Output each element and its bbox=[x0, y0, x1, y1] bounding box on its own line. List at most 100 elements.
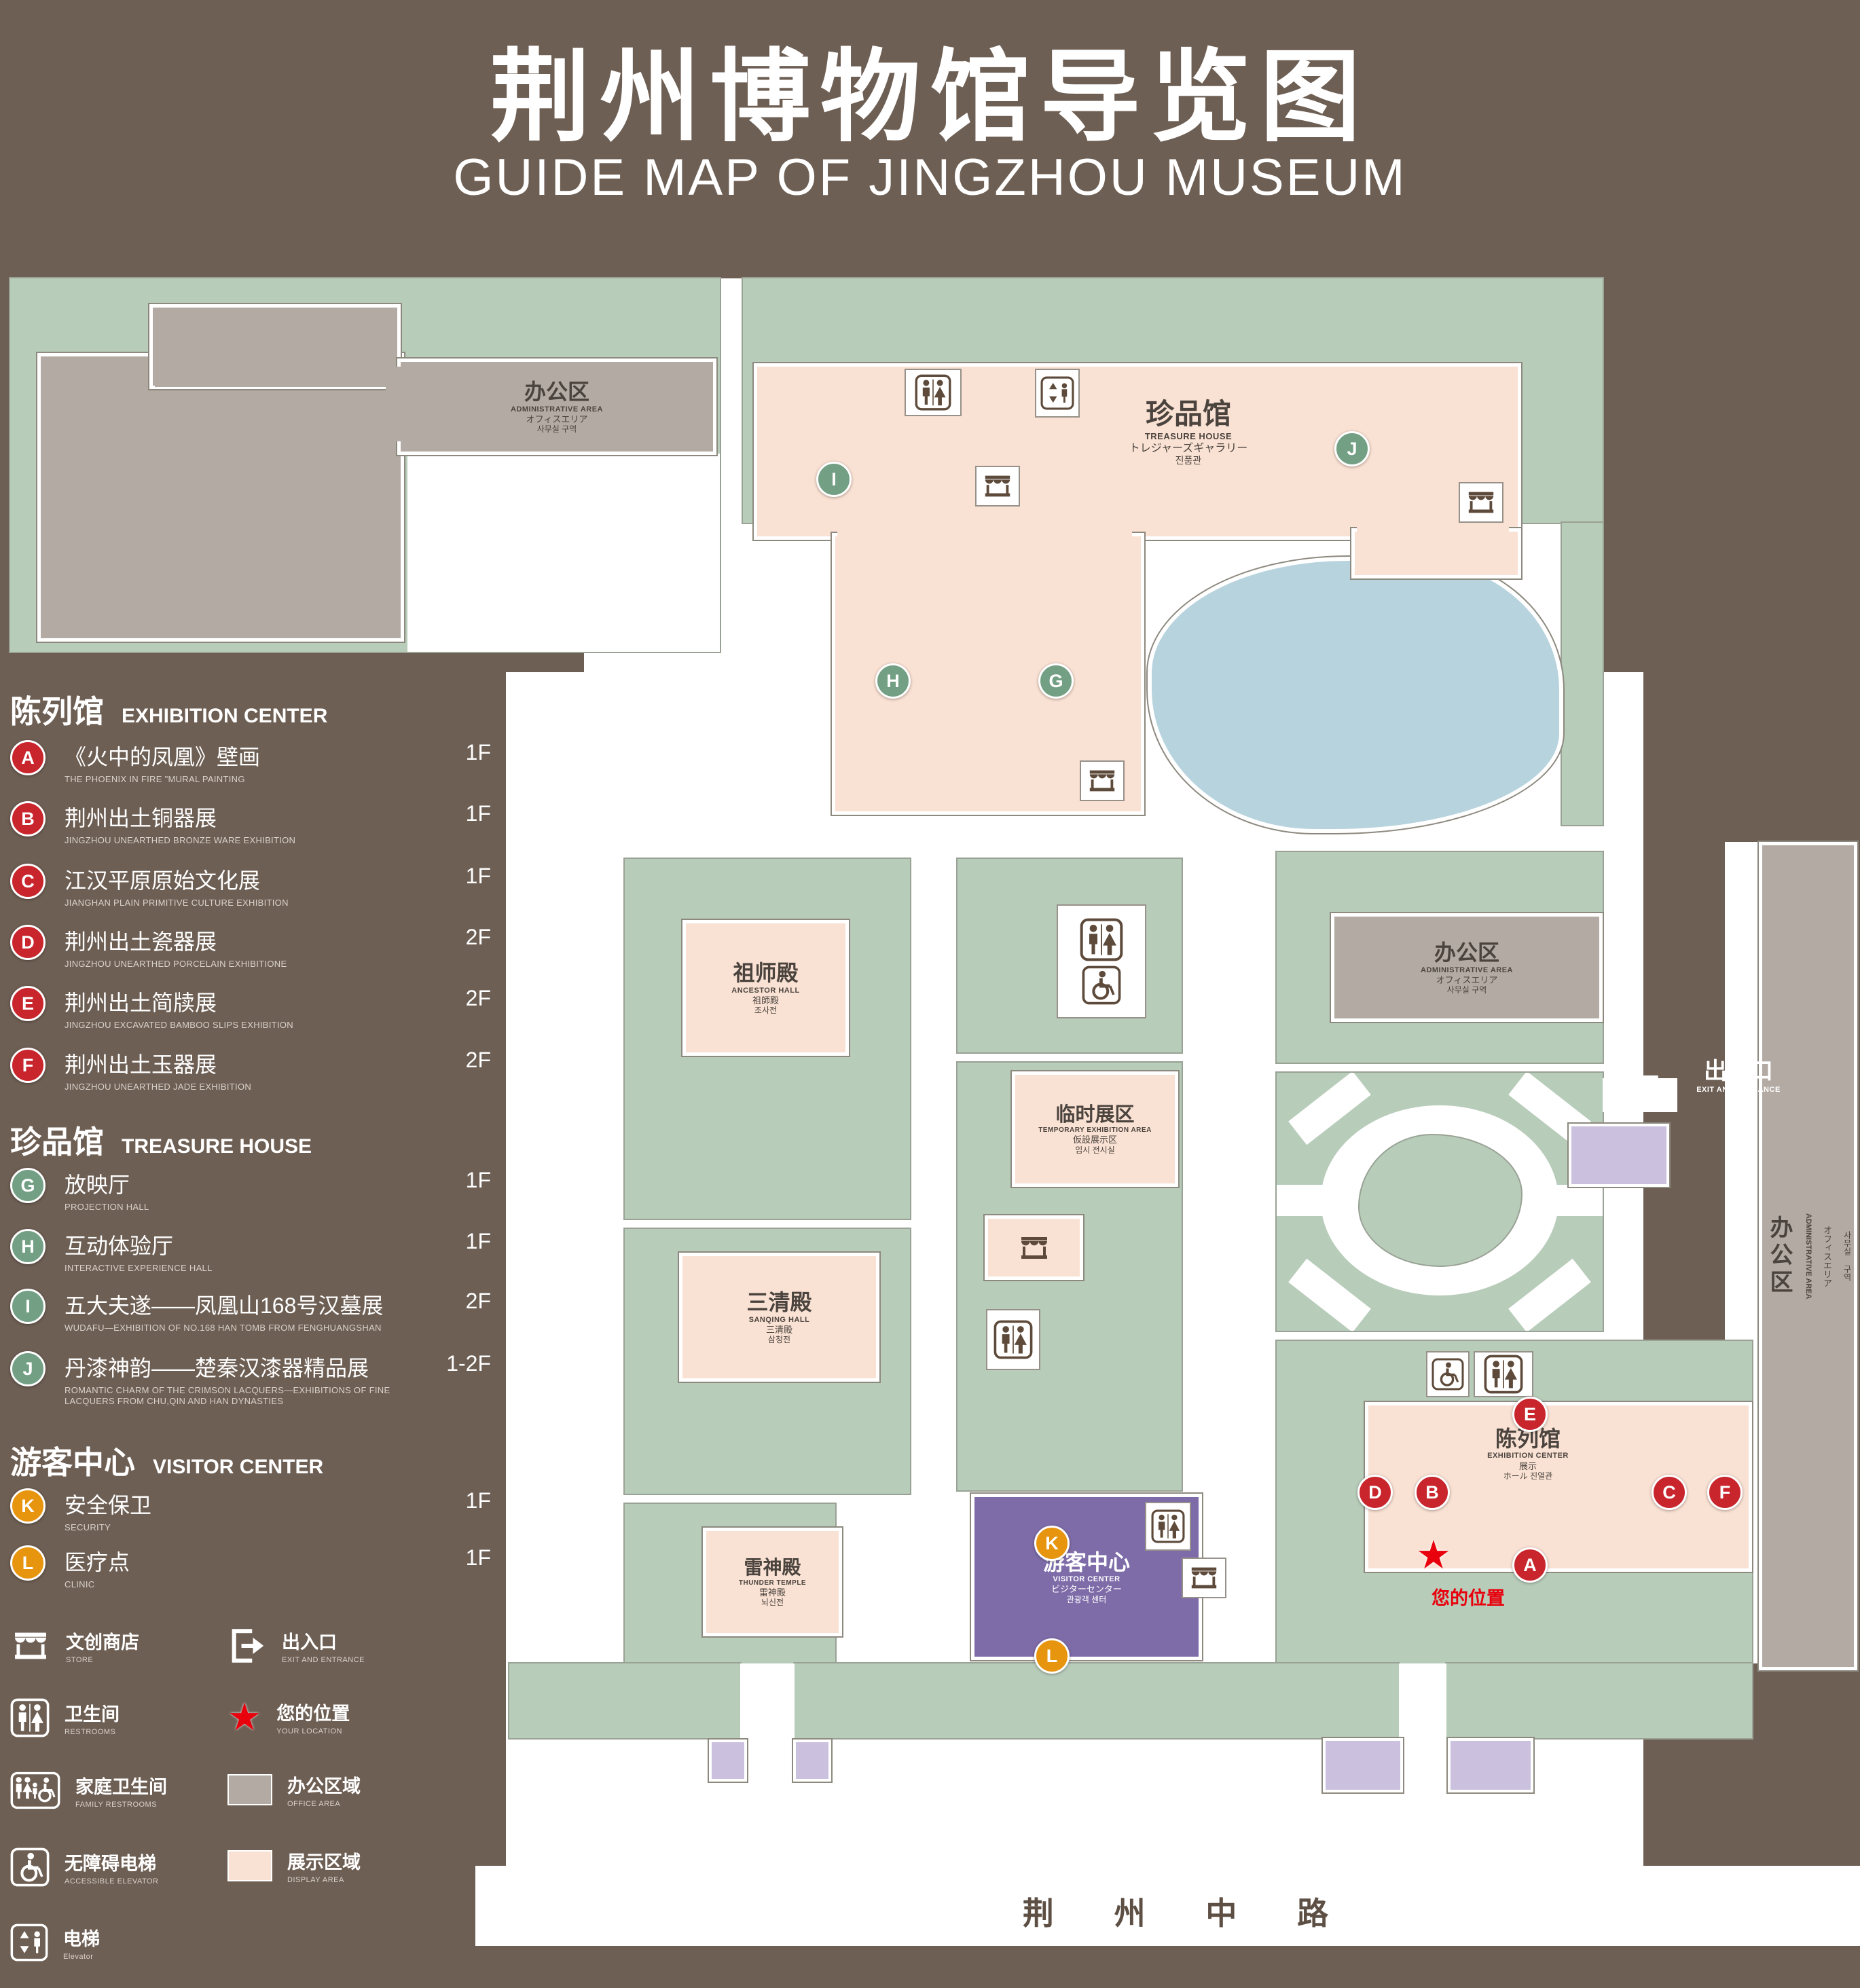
ancestor-hall-label: 祖师殿 ANCESTOR HALL 祖師殿 조사전 bbox=[731, 961, 800, 1016]
map-marker-I: I bbox=[816, 462, 852, 497]
grounds-south-2 bbox=[795, 1663, 1399, 1738]
store-icon bbox=[1018, 1232, 1051, 1264]
plaza-top-left bbox=[407, 454, 720, 652]
map-marker-G: G bbox=[1038, 663, 1074, 699]
building-entrance-top bbox=[1569, 1124, 1669, 1187]
thunder-temple-label: 雷神殿 THUNDER TEMPLE 雷神殿 뇌신전 bbox=[738, 1557, 807, 1608]
building-temporary-exhibition: 临时展区 TEMPORARY EXHIBITION AREA 仮設展示区 임시 … bbox=[1012, 1071, 1178, 1187]
admin-topleft-label: 办公区 ADMINISTRATIVE AREA オフィスエリア 사무실 구역 bbox=[511, 380, 603, 435]
treasure-house-label: 珍品馆 TREASURE HOUSE トレジャーズギャラリー 진품관 bbox=[1129, 398, 1248, 466]
road-label: 荆 州 中 路 bbox=[1022, 1896, 1355, 1931]
path-exit-bottom-cut bbox=[1399, 1663, 1446, 1867]
treasure-restroom-chip bbox=[905, 369, 962, 416]
roundabout-spur-west bbox=[1277, 1185, 1328, 1216]
map-marker-E: E bbox=[1512, 1397, 1548, 1432]
admin-seam-patch-2 bbox=[386, 367, 409, 441]
visitor-restroom-chip bbox=[1145, 1502, 1191, 1551]
restroom-icon bbox=[1074, 918, 1129, 961]
building-admin-strip: 办公区 ADMINISTRATIVE AREA オフィスエリア 사무실 구역 bbox=[1759, 842, 1857, 1670]
accessible-elevator-icon bbox=[10, 1847, 50, 1887]
treasure-seam-patch-2 bbox=[1357, 524, 1509, 540]
family-restroom-icon bbox=[10, 1771, 60, 1809]
legend-marker-A: A bbox=[10, 740, 45, 775]
your-location-star-icon: ★ bbox=[227, 1695, 262, 1738]
exit-icon bbox=[227, 1626, 267, 1665]
path-top-left bbox=[717, 278, 743, 653]
temporary-exhibition-label: 临时展区 TEMPORARY EXHIBITION AREA 仮設展示区 임시 … bbox=[1038, 1103, 1152, 1155]
exhibition-restroom-chip bbox=[1474, 1351, 1533, 1397]
accessible-elevator-icon bbox=[1432, 1358, 1464, 1391]
legend-marker-F: F bbox=[10, 1048, 45, 1083]
building-admin-topleft-main bbox=[37, 353, 404, 642]
treasure-seam-patch-1 bbox=[837, 524, 1132, 542]
exit-bottom-label: 出入口 EXIT AND ENTRANCE 出入口 출입구 bbox=[1377, 1799, 1461, 1851]
central-restrooms-building bbox=[1057, 904, 1146, 1018]
building-gate-west bbox=[709, 1740, 747, 1782]
map-marker-K: K bbox=[1034, 1526, 1070, 1561]
exhibition-accessible-elevator-chip bbox=[1426, 1351, 1470, 1397]
store-icon bbox=[10, 1626, 51, 1665]
grounds-lake-east bbox=[1562, 523, 1603, 825]
building-ancestor-hall: 祖师殿 ANCESTOR HALL 祖師殿 조사전 bbox=[682, 920, 849, 1056]
map-marker-H: H bbox=[875, 663, 911, 699]
grounds-roundabout bbox=[1277, 1073, 1603, 1331]
sanqing-hall-label: 三清殿 SANQING HALL 三清殿 삼청전 bbox=[746, 1290, 812, 1345]
map-marker-B: B bbox=[1415, 1475, 1450, 1510]
visitor-center-label: 游客中心 VISITOR CENTER ビジターセンター 관광객 센터 bbox=[1042, 1549, 1130, 1604]
exhibition-center-label: 陈列馆 EXHIBITION CENTER 展示 ホール 진열관 bbox=[1487, 1426, 1569, 1481]
grounds-south-3 bbox=[1446, 1663, 1752, 1738]
elevator-icon bbox=[10, 1923, 48, 1962]
your-location-label: 您的位置 bbox=[1432, 1588, 1505, 1608]
legend-marker-D: D bbox=[10, 925, 45, 960]
grounds-south-1 bbox=[509, 1663, 740, 1738]
restroom-icon bbox=[993, 1320, 1033, 1359]
roundabout-island bbox=[1360, 1135, 1521, 1266]
legend-marker-B: B bbox=[10, 801, 45, 836]
treasure-elevator-chip bbox=[1035, 369, 1080, 418]
page-subtitle: GUIDE MAP OF JINGZHOU MUSEUM bbox=[453, 149, 1407, 206]
map-marker-L: L bbox=[1034, 1638, 1070, 1674]
legend-marker-L: L bbox=[10, 1545, 45, 1581]
treasure-store-chip-1 bbox=[975, 466, 1020, 507]
visitor-store-chip bbox=[1182, 1558, 1226, 1598]
building-admin-east: 办公区 ADMINISTRATIVE AREA オフィスエリア 사무실 구역 bbox=[1331, 913, 1603, 1022]
restroom-icon bbox=[915, 374, 951, 411]
office-area-swatch bbox=[227, 1774, 272, 1805]
page-title: 荆州博物馆导览图 bbox=[490, 41, 1370, 153]
store-icon bbox=[982, 471, 1013, 502]
display-area-swatch bbox=[227, 1850, 272, 1881]
elevator-icon bbox=[1040, 376, 1074, 410]
restroom-icon bbox=[10, 1698, 50, 1737]
roundabout-spur-east bbox=[1552, 1185, 1603, 1216]
lake bbox=[1148, 557, 1563, 833]
building-entrance-bottom-west bbox=[1323, 1738, 1403, 1792]
building-admin-topleft-bar: 办公区 ADMINISTRATIVE AREA オフィスエリア 사무실 구역 bbox=[397, 358, 716, 455]
admin-east-label: 办公区 ADMINISTRATIVE AREA オフィスエリア 사무실 구역 bbox=[1421, 940, 1513, 995]
road-jingzhou-middle bbox=[475, 1866, 1860, 1946]
accessible-restroom-icon bbox=[1082, 965, 1121, 1005]
exit-icon bbox=[1635, 1073, 1672, 1113]
store-icon bbox=[1087, 765, 1118, 796]
admin-strip-label: 办公区 ADMINISTRATIVE AREA オフィスエリア 사무실 구역 bbox=[1766, 1213, 1852, 1300]
legend-marker-I: I bbox=[10, 1289, 45, 1324]
treasure-store-chip-3 bbox=[1080, 760, 1125, 801]
temporary-restroom-chip bbox=[986, 1309, 1040, 1370]
map-marker-F: F bbox=[1707, 1475, 1743, 1510]
building-sanqing-hall: 三清殿 SANQING HALL 三清殿 삼청전 bbox=[679, 1253, 879, 1382]
